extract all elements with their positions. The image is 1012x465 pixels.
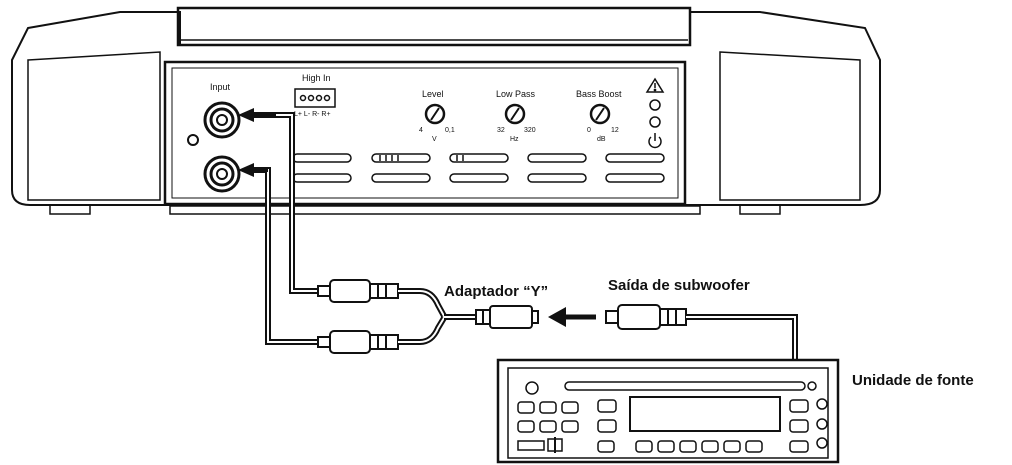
bass-boost-unit-label: dB [597, 136, 606, 143]
bass-boost-knob [589, 103, 611, 125]
low-pass-label: Low Pass [496, 89, 536, 99]
bass-boost-min-label: 0 [587, 127, 591, 134]
low-pass-unit-label: Hz [510, 136, 519, 143]
amplifier [11, 6, 881, 215]
bass-boost-max-label: 12 [611, 127, 619, 134]
protect-led-icon [649, 116, 661, 128]
level-unit-label: V [432, 136, 437, 143]
status-led-icon [649, 99, 661, 111]
y-adapter [398, 288, 539, 345]
arrow-top [238, 108, 276, 122]
low-pass-knob [504, 103, 526, 125]
cable-subwoofer [686, 314, 798, 360]
arrow-to-adapter [548, 307, 596, 327]
low-pass-min-label: 32 [497, 127, 505, 134]
rca-input-bottom [203, 155, 241, 193]
bass-boost-label: Bass Boost [576, 89, 622, 99]
subwoofer-output-plug [605, 304, 687, 330]
low-pass-max-label: 320 [524, 127, 536, 134]
level-min-label: 4 [419, 127, 423, 134]
high-in-pin-labels: L+ L- R- R+ [294, 111, 331, 118]
rca-plug-bottom [317, 330, 399, 354]
level-label: Level [422, 89, 444, 99]
warning-icon [645, 77, 665, 93]
source-unit [496, 358, 840, 464]
source-unit-label: Unidade de fonte [852, 372, 974, 389]
arrow-bottom [238, 163, 268, 177]
level-max-label: 0,1 [445, 127, 455, 134]
input-label: Input [210, 82, 231, 92]
subwoofer-output-label: Saída de subwoofer [608, 277, 750, 294]
input-indicator-icon [187, 134, 199, 146]
vent-slots [292, 153, 665, 183]
adapter-label: Adaptador “Y” [444, 283, 548, 300]
power-icon [648, 133, 662, 149]
high-in-connector [294, 88, 336, 108]
rca-plug-top [317, 279, 399, 303]
rca-input-top [203, 101, 241, 139]
high-in-label: High In [302, 73, 331, 83]
level-knob [424, 103, 446, 125]
cable-bottom [248, 167, 318, 345]
